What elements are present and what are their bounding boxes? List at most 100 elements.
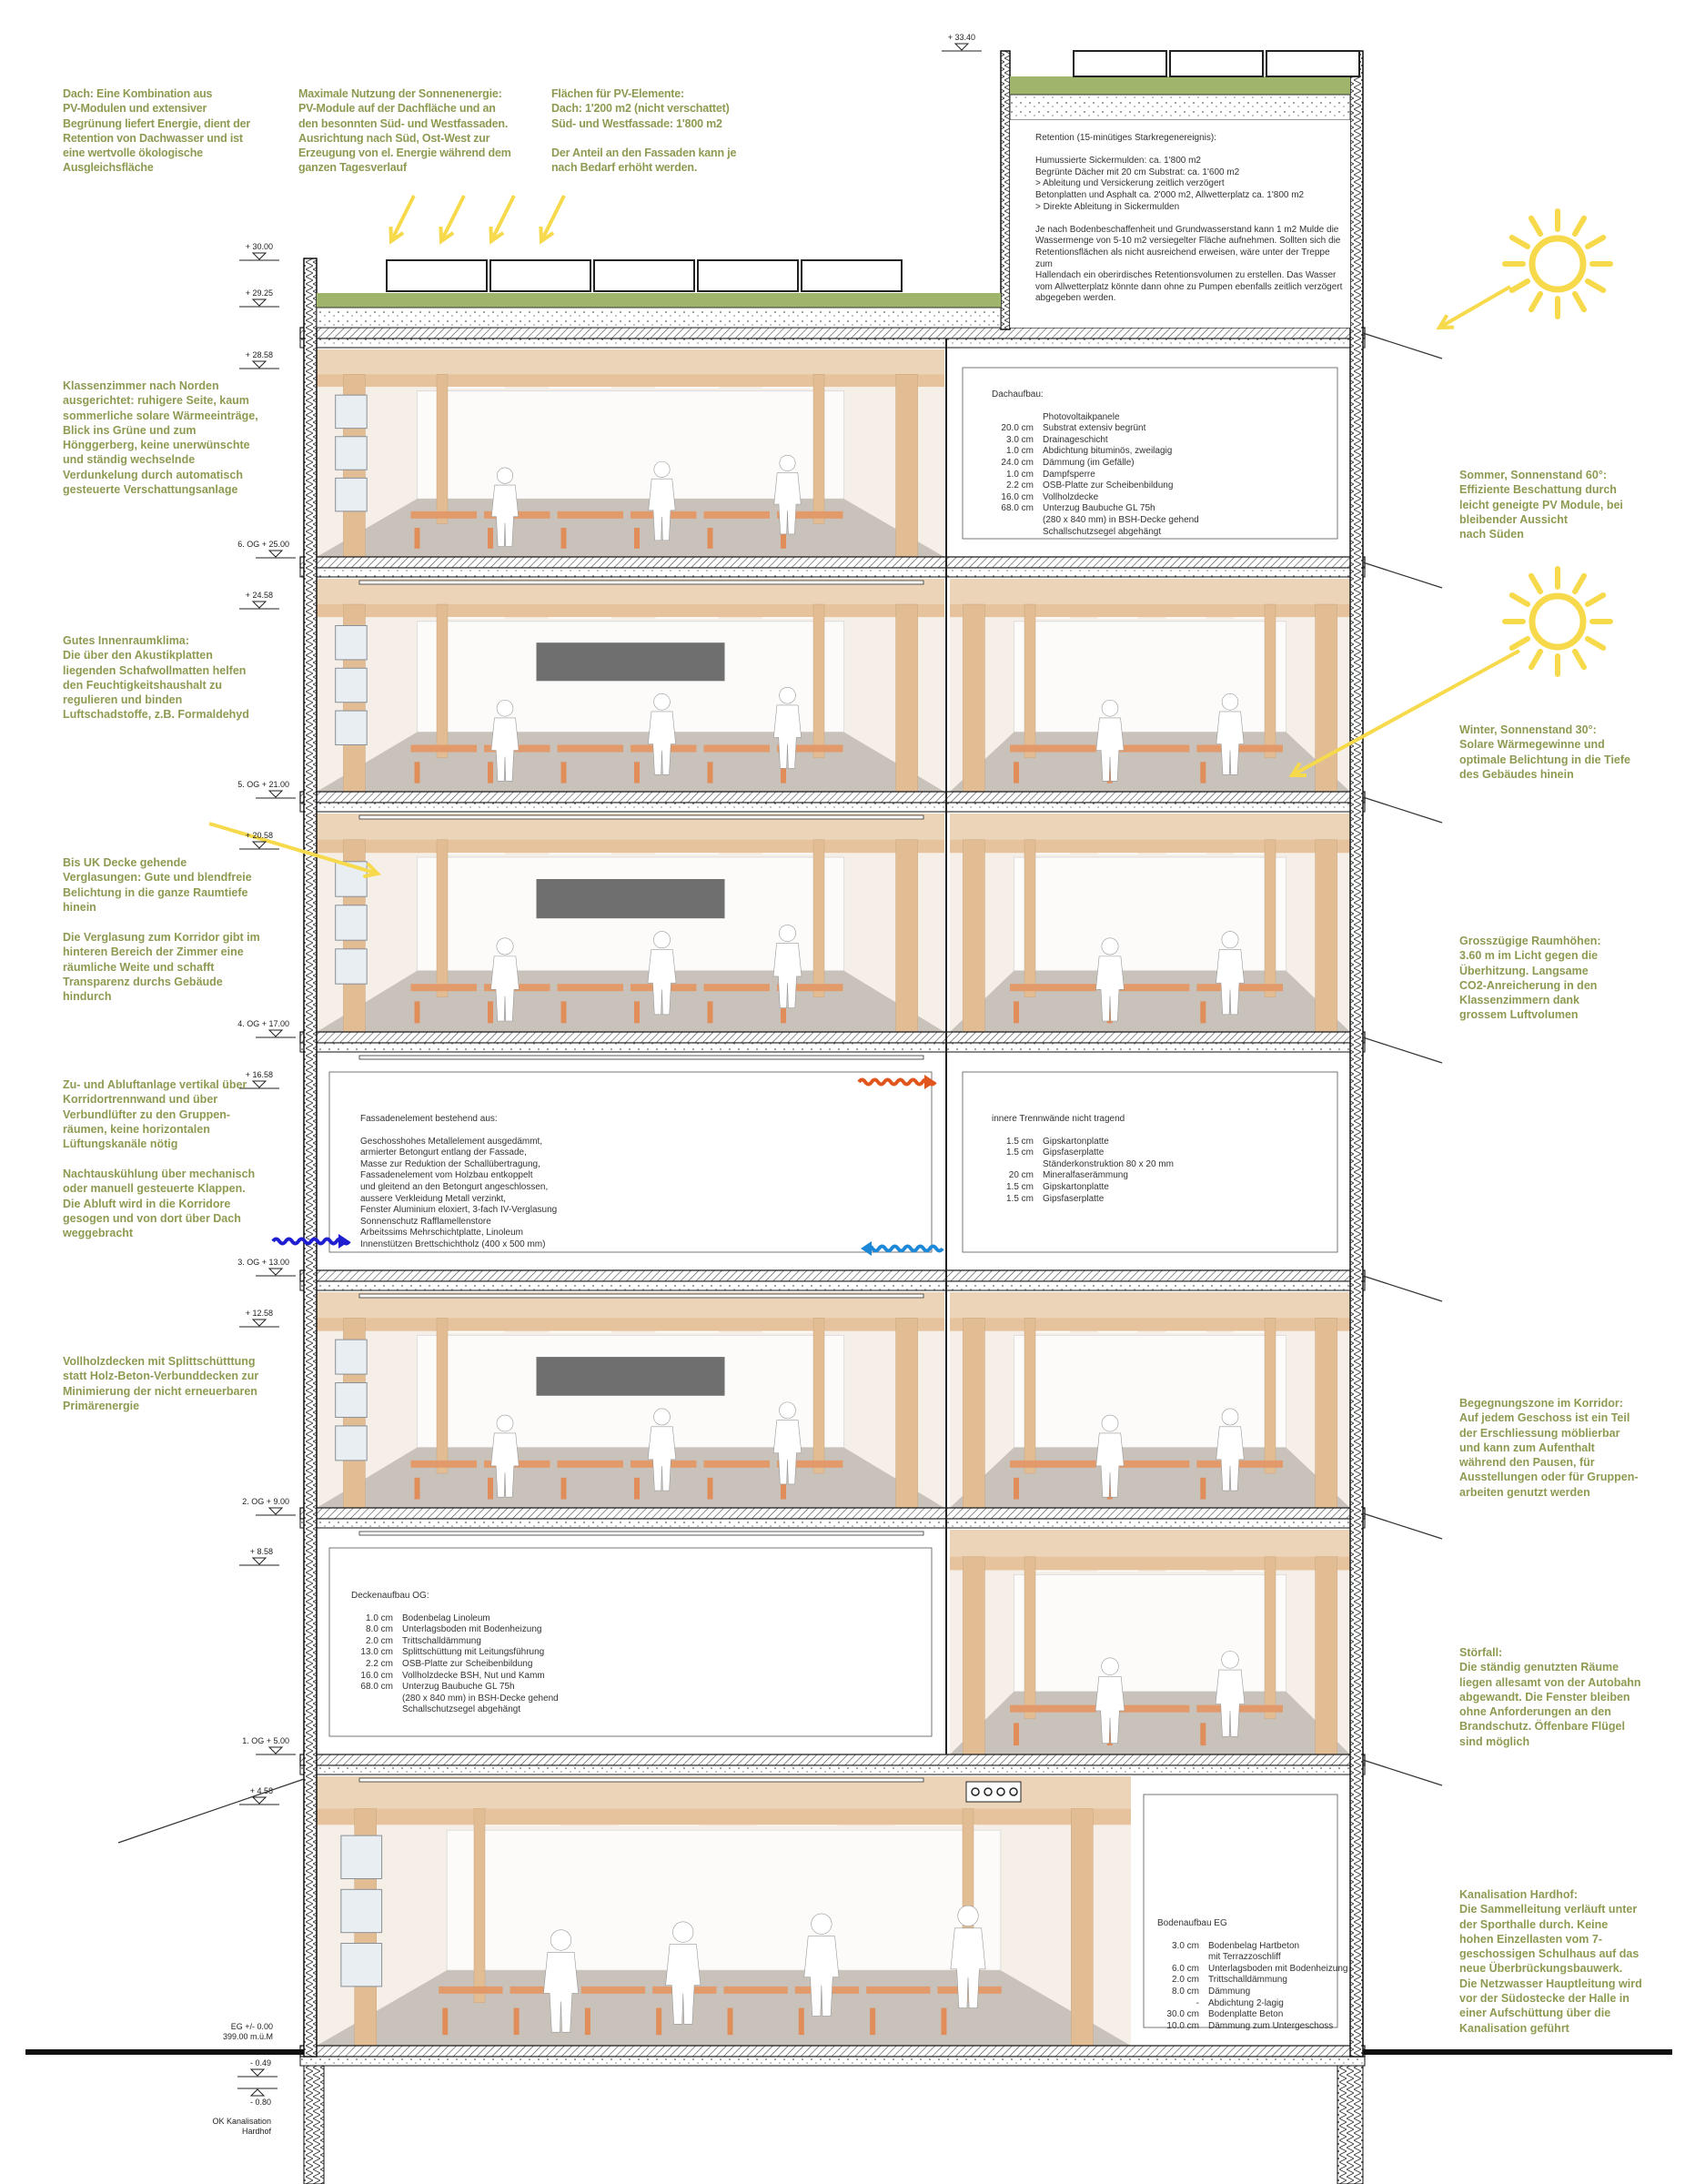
- table: [703, 984, 770, 992]
- rendered-room: [317, 1776, 1131, 2047]
- text-panel: [317, 1530, 944, 1754]
- slab-fill: [299, 567, 1366, 578]
- level-marker-label: 6. OG + 25.00: [237, 540, 289, 549]
- pipe-icon: [984, 1787, 993, 1796]
- level-triangle-icon: [251, 841, 267, 849]
- table: [1196, 1704, 1283, 1713]
- slab-fill: [299, 1518, 1366, 1529]
- level-marker-label: + 4.58: [249, 1786, 273, 1795]
- timber-column: [1315, 1556, 1337, 1755]
- layer-description: Bodenbelag Linoleum: [402, 1613, 490, 1623]
- timber-column: [473, 1808, 486, 2003]
- chair: [634, 528, 640, 549]
- person-silhouette: [647, 949, 677, 1016]
- spec-row: Ständerkonstruktion 80 x 20 mm: [992, 1159, 1174, 1171]
- level-triangle-icon: [249, 2088, 266, 2097]
- floor-slab: [299, 1269, 1366, 1282]
- timber-column: [963, 839, 985, 1033]
- arrow-head: [1436, 314, 1455, 330]
- layer-description: Gipsfaserplatte: [1043, 1148, 1105, 1158]
- arrow-shaft: [1291, 649, 1520, 777]
- blackboard: [536, 879, 725, 919]
- facade-pv-module: [1362, 332, 1443, 359]
- person-silhouette: [803, 1936, 840, 2017]
- timber-column: [1264, 603, 1276, 758]
- layer-thickness: 8.0 cm: [365, 1624, 393, 1635]
- person-head: [1221, 1408, 1239, 1426]
- chair: [584, 2007, 590, 2036]
- sun-icon: [1502, 208, 1613, 319]
- table: [1196, 1460, 1283, 1468]
- person-silhouette: [543, 1952, 579, 2033]
- arrow-head: [1288, 762, 1307, 778]
- timber-beam: [950, 1556, 1350, 1571]
- layer-description: Masse zur Reduktion der Schallübertragun…: [360, 1158, 540, 1169]
- level-triangle-icon: [251, 252, 267, 260]
- acoustic-panel: [358, 1055, 924, 1060]
- layer-description: und gleitend an den Betongurt angeschlos…: [360, 1181, 549, 1192]
- text-panel: [950, 1054, 1350, 1270]
- layer-description: Gipskartonplatte: [1043, 1136, 1109, 1147]
- layer-description: Gipskartonplatte: [1043, 1181, 1109, 1192]
- spec-title: Deckenaufbau OG:: [351, 1591, 429, 1601]
- note-corridor-zone: Begegnungszone im Korridor: Auf jedem Ge…: [1459, 1397, 1639, 1499]
- sun-ray: [1584, 278, 1607, 293]
- daylight-arrow: [208, 822, 381, 879]
- timber-column: [1024, 839, 1036, 997]
- person-head: [1221, 693, 1239, 711]
- arrow-head: [362, 862, 381, 879]
- timber-column: [812, 1318, 825, 1474]
- chair: [870, 2007, 876, 2036]
- table: [723, 1986, 788, 1994]
- arrow-shaft: [439, 195, 466, 242]
- level-triangle-icon: [267, 1507, 284, 1515]
- table: [1196, 744, 1283, 753]
- green-roof: [317, 293, 1001, 308]
- floor: [317, 732, 944, 792]
- arrow-head: [861, 1241, 872, 1256]
- window: [340, 1943, 383, 1987]
- panel-frame: [962, 1071, 1338, 1253]
- window: [335, 436, 368, 470]
- layer-thickness: 10.0 cm: [1166, 2020, 1199, 2031]
- rendered-room: [950, 1530, 1350, 1755]
- table: [866, 1986, 931, 1994]
- winter-sun-arrow: [1288, 649, 1520, 778]
- level-marker-label: + 33.40: [947, 33, 975, 42]
- chair: [560, 1001, 567, 1024]
- supply-air-arrow: [271, 1234, 351, 1249]
- table: [703, 1460, 770, 1468]
- person-head: [550, 1929, 572, 1951]
- level-triangle-icon: [251, 1080, 267, 1088]
- chair: [707, 1001, 713, 1024]
- note-night-cooling: Nachtauskühlung über mechanisch oder man…: [63, 1168, 256, 1240]
- chair: [707, 762, 713, 784]
- person-silhouette: [773, 472, 802, 535]
- spec-row: und gleitend an den Betongurt angeschlos…: [360, 1182, 557, 1194]
- spec-row: Schallschutzsegel abgehängt: [992, 527, 1199, 539]
- spec-title: Dachaufbau:: [992, 389, 1044, 399]
- person-head: [1101, 1657, 1119, 1675]
- chair: [634, 762, 640, 784]
- slab-fill: [299, 802, 1366, 813]
- table: [410, 1460, 477, 1468]
- level-marker-label: 4. OG + 17.00: [237, 1019, 289, 1028]
- person-silhouette: [665, 1944, 701, 2025]
- layer-thickness: 1.5 cm: [1005, 1148, 1034, 1158]
- level-marker-label: 5. OG + 21.00: [237, 780, 289, 789]
- sun-ray: [1584, 235, 1607, 249]
- floor-slab: [299, 2045, 1366, 2058]
- level-triangle-icon: [251, 601, 267, 609]
- layer-thickness: 2.2 cm: [365, 1658, 393, 1669]
- layer-thickness: 1.0 cm: [1005, 469, 1034, 480]
- person-head: [496, 937, 514, 956]
- chair: [1014, 762, 1019, 784]
- spec-row: armierter Betongurt entlang der Fassade,: [360, 1148, 557, 1159]
- panel-background: [950, 349, 1350, 557]
- chair: [488, 762, 493, 784]
